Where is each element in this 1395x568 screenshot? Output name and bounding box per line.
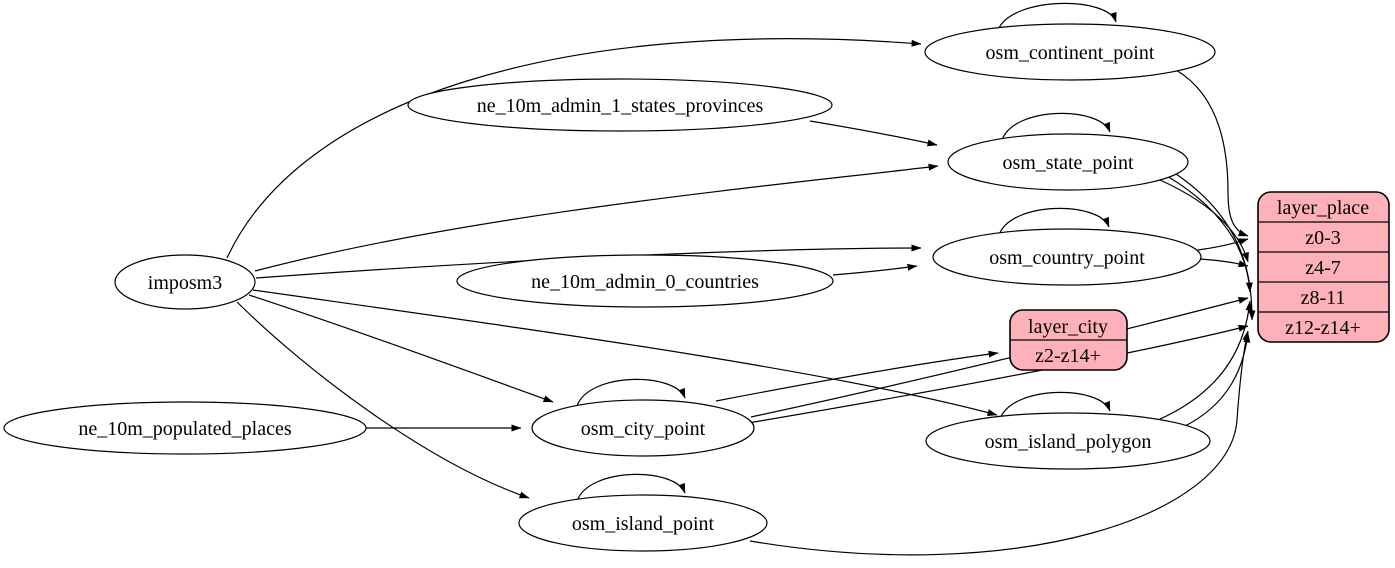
record-layer-place-row-z4-7: z4-7 [1305,257,1341,279]
self-loop-osm-continent-point [997,2,1117,31]
record-layer-place-title: layer_place [1277,197,1369,219]
node-ne-10m-populated-places-label: ne_10m_populated_places [78,418,291,440]
edge-osm-country-point-to-layer-place-z4-7 [1199,258,1249,268]
self-loop-osm-island-point [576,473,686,502]
edge-ne-10m-admin-0-countries-to-osm-country-point [832,263,918,276]
edge-osm-island-polygon-to-layer-place-z8-11 [1157,300,1253,421]
node-osm-island-point: osm_island_point [518,494,768,552]
node-ne-10m-admin-0-countries: ne_10m_admin_0_countries [456,254,834,308]
node-osm-state-point-shape [947,133,1189,191]
node-ne-10m-admin-1-states-provinces: ne_10m_admin_1_states_provinces [407,78,833,132]
node-ne-10m-admin-1-states-provinces-shape [407,78,833,132]
node-osm-country-point: osm_country_point [932,228,1202,286]
node-ne-10m-admin-0-countries-label: ne_10m_admin_0_countries [531,271,759,293]
record-layer-place-row-z0-3: z0-3 [1305,227,1341,249]
node-ne-10m-admin-0-countries-shape [456,254,834,308]
edge-imposm3-to-osm-continent-point [226,38,922,259]
edge-imposm3-to-osm-city-point [248,294,554,403]
node-osm-island-polygon: osm_island_polygon [925,412,1211,470]
node-osm-city-point-shape [531,399,755,457]
node-osm-city-point: osm_city_point [531,399,755,457]
record-layer-place-row-z8-11: z8-11 [1301,287,1346,309]
edge-osm-city-point-to-layer-city-z2-z14 [715,350,999,402]
self-loop-osm-island-polygon [999,391,1111,420]
edge-osm-country-point-to-layer-place-z0-3 [1197,238,1249,251]
edge-osm-city-point-to-layer-place-z8-11 [750,296,1249,418]
node-osm-island-point-label: osm_island_point [572,513,715,535]
edge-imposm3-to-osm-island-point [236,301,530,499]
node-ne-10m-populated-places: ne_10m_populated_places [3,401,367,455]
record-layer-place: layer_place z0-3 z4-7 z8-11 z12-z14+ [1257,191,1390,343]
node-imposm3-label: imposm3 [148,272,222,294]
self-loop-osm-country-point [998,207,1110,236]
self-loop-osm-state-point [1001,112,1111,141]
record-layer-city: layer_city z2-z14+ [1009,309,1128,371]
edge-osm-island-polygon-to-layer-place-z12-z14 [1182,332,1251,428]
node-osm-continent-point-label: osm_continent_point [986,42,1155,64]
edge-osm-city-point-to-layer-place-z12-z14 [747,324,1249,424]
edge-ne-10m-admin-1-states-provinces-to-osm-state-point [809,120,938,147]
edge-imposm3-to-osm-island-polygon [252,289,998,416]
node-osm-continent-point-shape [924,23,1216,81]
record-layer-city-row-z2-z14: z2-z14+ [1035,345,1101,367]
node-imposm3-shape [114,254,256,310]
edge-osm-state-point-to-layer-place-z8-11 [1166,175,1253,293]
record-layer-place-box [1257,191,1390,343]
self-loop-osm-city-point [576,378,686,407]
node-osm-island-polygon-label: osm_island_polygon [985,431,1152,453]
node-osm-island-polygon-shape [925,412,1211,470]
node-osm-state-point-label: osm_state_point [1002,152,1134,174]
node-osm-country-point-shape [932,228,1202,286]
record-layer-city-title: layer_city [1028,316,1108,338]
node-osm-island-point-shape [518,494,768,552]
edge-osm-continent-point-to-layer-place-z0-3 [1175,69,1249,237]
edges-layer [226,2,1256,556]
node-osm-country-point-label: osm_country_point [989,247,1145,269]
node-ne-10m-populated-places-shape [3,401,367,455]
edge-osm-state-point-to-layer-place-z4-7 [1159,179,1249,263]
edge-osm-island-point-to-layer-place-z12-z14 [749,330,1250,556]
node-osm-city-point-label: osm_city_point [581,418,706,440]
record-layer-place-row-z12-z14: z12-z14+ [1285,317,1361,339]
node-imposm3: imposm3 [114,254,256,310]
node-osm-state-point: osm_state_point [947,133,1189,191]
edge-imposm3-to-osm-state-point [254,163,939,272]
node-ne-10m-admin-1-states-provinces-label: ne_10m_admin_1_states_provinces [477,95,764,117]
node-osm-continent-point: osm_continent_point [924,23,1216,81]
